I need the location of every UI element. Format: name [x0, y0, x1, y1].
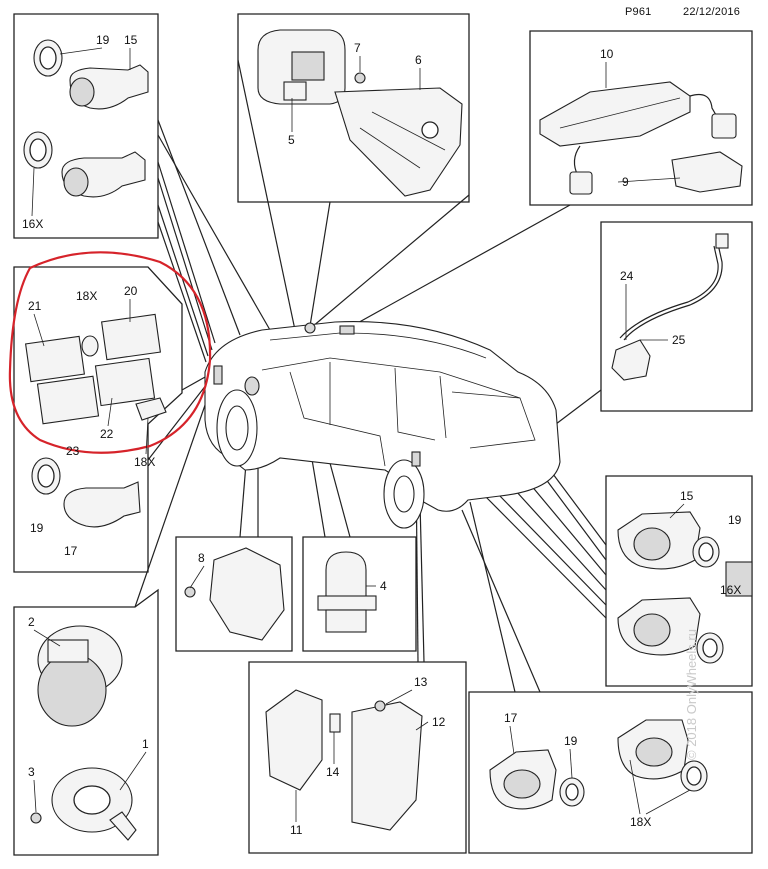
rear-sensor-icon: [617, 511, 753, 664]
control-unit-icon: [265, 689, 423, 831]
control-module-icon: [539, 81, 743, 195]
diagram-code: P961: [625, 6, 652, 18]
callout-21: 21: [28, 299, 42, 313]
camera-module-icon: [257, 29, 463, 197]
callout-11: 11: [290, 823, 303, 837]
callout-25: 25: [672, 333, 686, 347]
callout-7: 7: [354, 41, 361, 55]
bulb-icon: [317, 551, 377, 633]
callout-17-bottom: 17: [504, 711, 518, 725]
callout-4: 4: [380, 579, 387, 593]
callout-18x-connector: 18X: [134, 455, 155, 469]
panel-front-sensors[interactable]: [13, 13, 159, 239]
callout-17-side: 17: [64, 544, 78, 558]
diagram-date: 22/12/2016: [683, 6, 741, 18]
panel-rear-camera-harness[interactable]: [600, 221, 753, 412]
bracket-icon: [184, 547, 285, 641]
callout-10: 10: [600, 47, 614, 61]
callout-24: 24: [620, 269, 634, 283]
watermark: © 2018 OnlyWheels.ru: [684, 629, 699, 760]
callout-20: 20: [124, 284, 138, 298]
callout-1: 1: [142, 737, 149, 751]
callout-2: 2: [28, 615, 35, 629]
callout-18x-side: 18X: [76, 289, 97, 303]
callout-6: 6: [415, 53, 422, 67]
callout-19-side: 19: [30, 521, 44, 535]
car-icon: [204, 321, 561, 529]
callout-19: 19: [96, 33, 110, 47]
side-sensor-brackets: [24, 313, 167, 528]
highlight-circle: [8, 251, 212, 454]
callout-12: 12: [432, 715, 446, 729]
parking-sensor-icon: [23, 39, 149, 198]
callout-23: 23: [66, 444, 80, 458]
callout-19-bottom: 19: [564, 734, 578, 748]
callout-3: 3: [28, 765, 35, 779]
callout-19-rear: 19: [728, 513, 742, 527]
callout-5: 5: [288, 133, 295, 147]
callout-22: 22: [100, 427, 114, 441]
callout-16x: 16X: [22, 217, 43, 231]
horn-icon: [30, 625, 137, 841]
callout-9: 9: [622, 175, 629, 189]
callouts: 19 15 16X 7 6 5 10 9 21 18X 20 22 23 18X…: [22, 33, 742, 837]
callout-18x-bottom: 18X: [630, 815, 651, 829]
callout-8: 8: [198, 551, 205, 565]
callout-leaders: [31, 47, 691, 822]
callout-15: 15: [124, 33, 138, 47]
callout-15-rear: 15: [680, 489, 694, 503]
callout-13: 13: [414, 675, 428, 689]
callout-14: 14: [326, 765, 340, 779]
bottom-sensor-icon: [489, 719, 708, 810]
callout-16x-rear: 16X: [720, 583, 741, 597]
